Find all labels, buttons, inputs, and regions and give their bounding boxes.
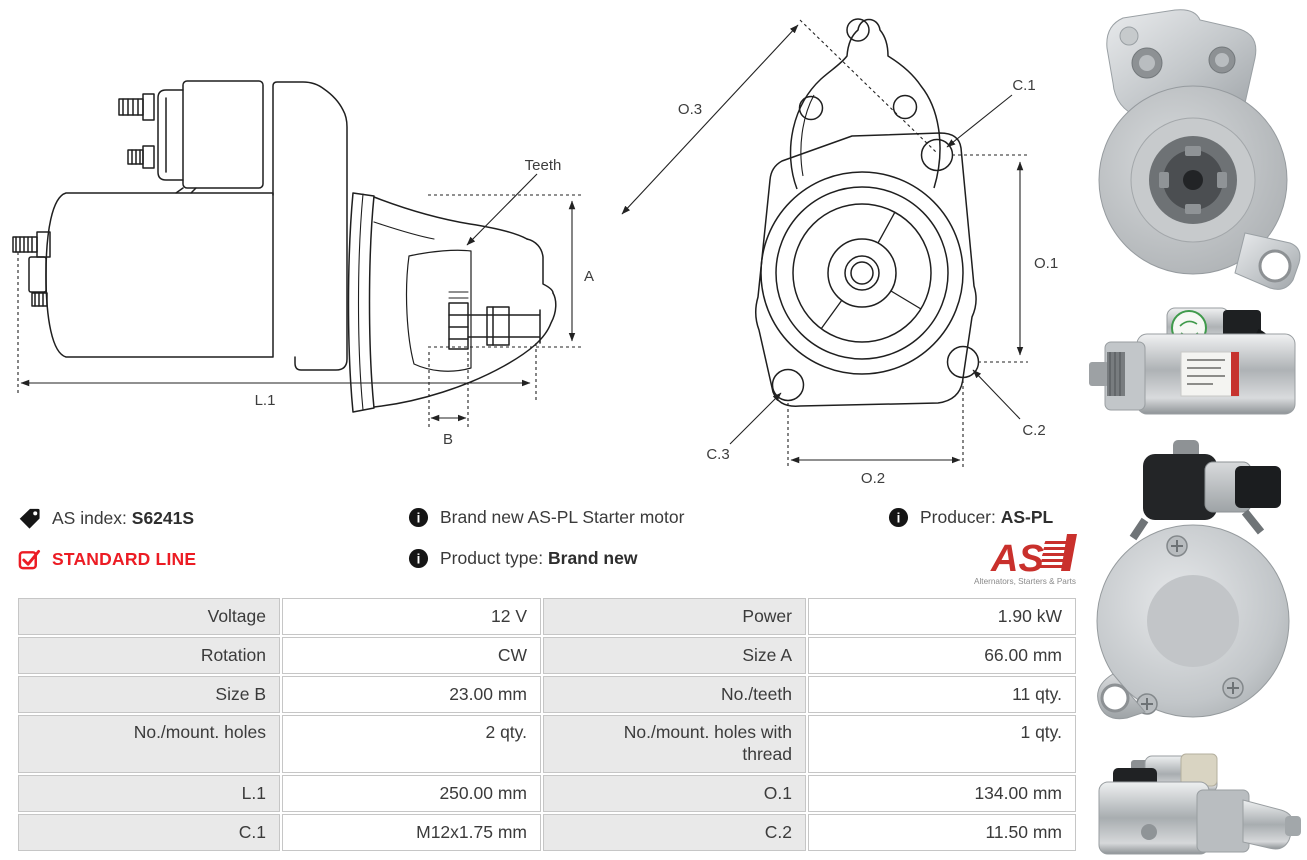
dim-c1-label: C.1 bbox=[1012, 77, 1035, 94]
spec-label: L.1 bbox=[18, 775, 280, 812]
tag-icon bbox=[18, 507, 41, 530]
dim-o2-label: O.2 bbox=[861, 470, 885, 487]
description-text: Brand new AS-PL Starter motor bbox=[440, 507, 685, 527]
as-pl-logo: AS Alternators, Starters & Parts bbox=[974, 534, 1077, 586]
table-row: L.1 250.00 mm O.1 134.00 mm bbox=[18, 775, 1078, 812]
spec-table: Voltage 12 V Power 1.90 kW Rotation CW S… bbox=[18, 598, 1078, 853]
spec-value: 12 V bbox=[282, 598, 541, 635]
standard-line-label: STANDARD LINE bbox=[52, 549, 197, 569]
table-row: No./mount. holes 2 qty. No./mount. holes… bbox=[18, 715, 1078, 773]
spec-value: 250.00 mm bbox=[282, 775, 541, 812]
spec-value: M12x1.75 mm bbox=[282, 814, 541, 851]
svg-text:i: i bbox=[417, 551, 421, 566]
product-photo-side-2 bbox=[1098, 753, 1301, 855]
spec-label: Voltage bbox=[18, 598, 280, 635]
logo-as-text: AS bbox=[990, 538, 1044, 580]
spec-value: 11.50 mm bbox=[808, 814, 1076, 851]
checkbox-checked-icon bbox=[18, 548, 41, 571]
svg-text:i: i bbox=[897, 510, 901, 525]
logo-tagline: Alternators, Starters & Parts bbox=[974, 577, 1076, 586]
spec-value: 11 qty. bbox=[808, 676, 1076, 713]
spec-value: 134.00 mm bbox=[808, 775, 1076, 812]
description-row: i Brand new AS-PL Starter motor bbox=[408, 507, 684, 528]
as-index-row: AS index: S6241S bbox=[18, 507, 194, 530]
product-photo-front-angled bbox=[1098, 9, 1301, 290]
table-row: Rotation CW Size A 66.00 mm bbox=[18, 637, 1078, 674]
spec-label: Rotation bbox=[18, 637, 280, 674]
product-type-text: Product type: Brand new bbox=[440, 548, 638, 568]
spec-label: No./mount. holes bbox=[18, 715, 280, 773]
table-row: Voltage 12 V Power 1.90 kW bbox=[18, 598, 1078, 635]
spec-label: Size B bbox=[18, 676, 280, 713]
svg-text:i: i bbox=[417, 510, 421, 525]
info-icon: i bbox=[408, 548, 429, 569]
table-row: Size B 23.00 mm No./teeth 11 qty. bbox=[18, 676, 1078, 713]
dim-c2-label: C.2 bbox=[1022, 422, 1045, 439]
product-photo-rear bbox=[1096, 440, 1290, 720]
dim-b-label: B bbox=[443, 431, 453, 448]
standard-line-row: STANDARD LINE bbox=[18, 548, 196, 571]
dim-c3-label: C.3 bbox=[706, 446, 729, 463]
dim-a-label: A bbox=[584, 268, 594, 285]
front-view-technical-drawing: O.3 C.1 O.1 C.2 C.3 O.2 bbox=[600, 0, 1058, 487]
spec-label: C.2 bbox=[543, 814, 806, 851]
spec-value: CW bbox=[282, 637, 541, 674]
product-type-row: i Product type: Brand new bbox=[408, 548, 637, 569]
info-icon: i bbox=[408, 507, 429, 528]
spec-value: 66.00 mm bbox=[808, 637, 1076, 674]
producer-row: i Producer: AS-PL bbox=[888, 507, 1053, 528]
spec-label: No./mount. holes with thread bbox=[543, 715, 806, 773]
producer-text: Producer: AS-PL bbox=[920, 507, 1054, 527]
as-index-text: AS index: S6241S bbox=[52, 508, 195, 528]
product-photo-side-labeled bbox=[1089, 307, 1296, 415]
spec-value: 23.00 mm bbox=[282, 676, 541, 713]
teeth-label: Teeth bbox=[525, 157, 562, 174]
dim-l1-label: L.1 bbox=[255, 392, 276, 409]
spec-value: 1.90 kW bbox=[808, 598, 1076, 635]
side-view-technical-drawing: A L.1 B Teeth bbox=[0, 60, 594, 448]
table-row: C.1 M12x1.75 mm C.2 11.50 mm bbox=[18, 814, 1078, 851]
spec-label: C.1 bbox=[18, 814, 280, 851]
spec-label: Power bbox=[543, 598, 806, 635]
spec-label: O.1 bbox=[543, 775, 806, 812]
spec-label: No./teeth bbox=[543, 676, 806, 713]
info-icon: i bbox=[888, 507, 909, 528]
dim-o1-label: O.1 bbox=[1034, 255, 1058, 272]
spec-value: 1 qty. bbox=[808, 715, 1076, 773]
spec-label: Size A bbox=[543, 637, 806, 674]
dim-o3-label: O.3 bbox=[678, 101, 702, 118]
spec-value: 2 qty. bbox=[282, 715, 541, 773]
